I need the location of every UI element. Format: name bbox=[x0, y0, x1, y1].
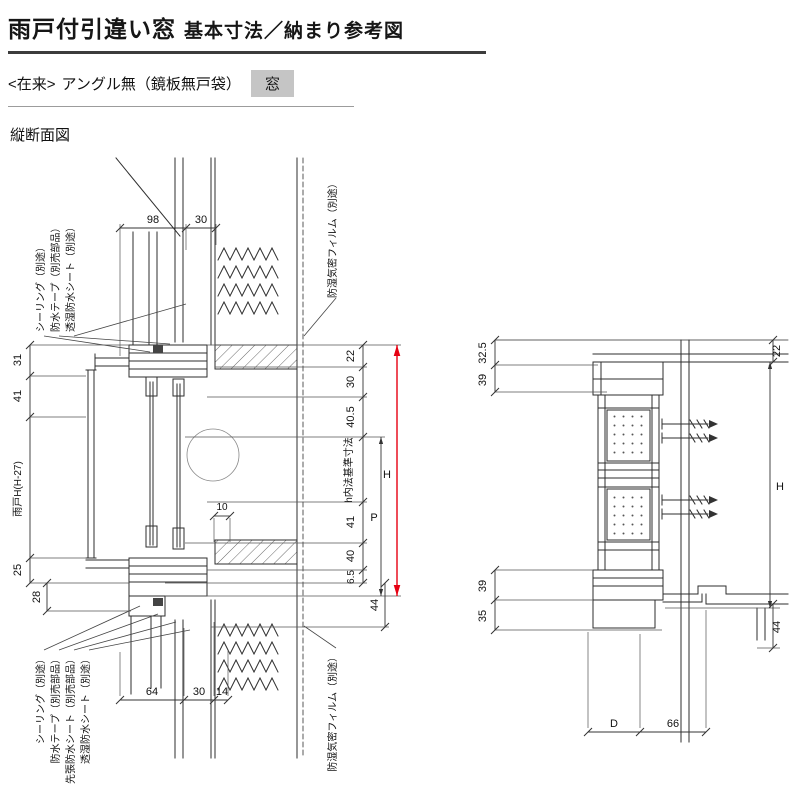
outer-sash-bottom-rail bbox=[145, 525, 158, 548]
sill-skirt bbox=[128, 595, 166, 617]
right-flashing bbox=[662, 585, 789, 605]
head-trim-board bbox=[214, 344, 298, 370]
title-sub: 基本寸法／納まり参考図 bbox=[184, 21, 405, 42]
sill-trim-board bbox=[214, 539, 298, 565]
dim-98: 98 bbox=[147, 214, 159, 226]
sill-frame bbox=[128, 557, 208, 597]
dim-39-top: 39 bbox=[477, 374, 489, 386]
inner-sash-top-rail bbox=[172, 378, 185, 397]
right-head-box bbox=[592, 361, 664, 396]
sill-seal-block bbox=[153, 598, 163, 606]
window-type-badge: 窓 bbox=[250, 70, 294, 97]
head-frame bbox=[128, 344, 208, 378]
screw-4 bbox=[661, 508, 719, 520]
right-sill-skirt bbox=[592, 599, 656, 629]
left-dim-ticks bbox=[25, 223, 390, 705]
eave-diagonal-line bbox=[115, 157, 181, 237]
label-preapplied-sheet-bottom: 先張防水シート（別売部品） bbox=[64, 654, 77, 784]
right-panel-lower bbox=[606, 488, 651, 541]
subtitle-spec: アングル無（鏡板無戸袋） bbox=[61, 76, 241, 93]
left-annotation-labels: シーリング（別途） 防水テープ（別売部品） 透湿防水シート（別途） 防湿気密フィ… bbox=[34, 178, 339, 784]
label-waterproof-tape-bottom: 防水テープ（別売部品） bbox=[49, 654, 62, 763]
shutter-panel bbox=[85, 369, 97, 559]
dim-40-5: 40.5 bbox=[345, 406, 357, 427]
label-vapour-film-bottom: 防湿気密フィルム（別途） bbox=[326, 652, 339, 772]
dim-H-right: H bbox=[776, 481, 784, 493]
title-main: 雨戸付引違い窓 bbox=[8, 16, 176, 42]
detail-circle bbox=[186, 428, 240, 482]
dim-amado-h: 雨戸H(H-27) bbox=[12, 461, 24, 517]
wall-stud-lines bbox=[680, 339, 690, 743]
outer-sash-top-rail bbox=[145, 376, 158, 397]
left-dim-lines bbox=[29, 227, 401, 701]
label-waterproof-tape-top: 防水テープ（別売部品） bbox=[49, 223, 62, 332]
dim-6-5: 6.5 bbox=[346, 570, 357, 584]
dim-28: 28 bbox=[31, 591, 43, 603]
right-jamb-lines bbox=[597, 394, 660, 571]
screw-1 bbox=[661, 418, 719, 430]
glass-panes bbox=[149, 381, 181, 548]
dim-41-mid: 41 bbox=[345, 516, 357, 528]
left-annotation-leaders bbox=[43, 297, 337, 651]
dim-25: 25 bbox=[12, 564, 24, 576]
dim-40: 40 bbox=[345, 550, 357, 562]
label-breathable-sheet-bottom: 透湿防水シート（別途） bbox=[79, 654, 92, 764]
dim-44-right: 44 bbox=[771, 621, 783, 633]
right-dim-lines bbox=[494, 340, 774, 733]
dim-P: P bbox=[370, 512, 377, 524]
dim-22: 22 bbox=[345, 350, 357, 362]
dim-30-bottom: 30 bbox=[193, 686, 205, 698]
dim-31: 31 bbox=[12, 354, 24, 366]
dim-44-left: 44 bbox=[369, 599, 381, 611]
right-sill-box bbox=[592, 569, 664, 601]
dim-39-bottom: 39 bbox=[477, 580, 489, 592]
inner-sash-bottom-rail bbox=[172, 527, 185, 550]
left-dim-texts: 98 30 31 41 雨戸H(H-27) 25 28 22 30 40.5 h… bbox=[12, 214, 391, 698]
right-dim-texts: 32.5 39 22 H 39 35 44 D 66 bbox=[477, 342, 784, 730]
dim-14: 14 bbox=[216, 686, 228, 698]
shutter-head-rail bbox=[94, 353, 130, 371]
screw-2 bbox=[661, 432, 719, 444]
subtitle-prefix: <在来> bbox=[8, 76, 56, 93]
left-drawing-structure bbox=[85, 157, 304, 759]
dim-66: 66 bbox=[667, 718, 679, 730]
section-label: 縦断面図 bbox=[10, 127, 71, 144]
head-seal-block bbox=[153, 345, 163, 353]
dim-32-5: 32.5 bbox=[477, 342, 489, 363]
label-breathable-sheet-top: 透湿防水シート（別途） bbox=[64, 222, 77, 332]
label-vapour-film-top: 防湿気密フィルム（別途） bbox=[326, 178, 339, 298]
dim-64: 64 bbox=[146, 686, 158, 698]
dim-h-naiho: h内法基準寸法 bbox=[342, 437, 355, 503]
sub-sill-lines bbox=[130, 615, 162, 695]
screw-3 bbox=[661, 494, 719, 506]
right-drawing-structure bbox=[494, 339, 789, 743]
dim-H-left: H bbox=[383, 469, 391, 481]
subtitle-row: <在来> アングル無（鏡板無戸袋） 窓 bbox=[8, 70, 354, 107]
right-dim-ticks bbox=[490, 335, 778, 737]
right-dim-extensions bbox=[495, 364, 780, 728]
dim-22-right: 22 bbox=[771, 345, 783, 357]
dim-35: 35 bbox=[477, 610, 489, 622]
dim-41-left: 41 bbox=[12, 390, 24, 402]
shutter-sill-rail bbox=[85, 559, 130, 569]
dim-D: D bbox=[610, 718, 618, 730]
right-panel-upper bbox=[606, 409, 651, 462]
label-sealing-bottom: シーリング（別途） bbox=[34, 654, 47, 744]
page-title: 雨戸付引違い窓基本寸法／納まり参考図 bbox=[8, 10, 486, 54]
dim-10: 10 bbox=[216, 502, 228, 513]
label-sealing-top: シーリング（別途） bbox=[34, 242, 47, 332]
dim-30-top: 30 bbox=[195, 214, 207, 226]
dim-30-mid: 30 bbox=[345, 376, 357, 388]
